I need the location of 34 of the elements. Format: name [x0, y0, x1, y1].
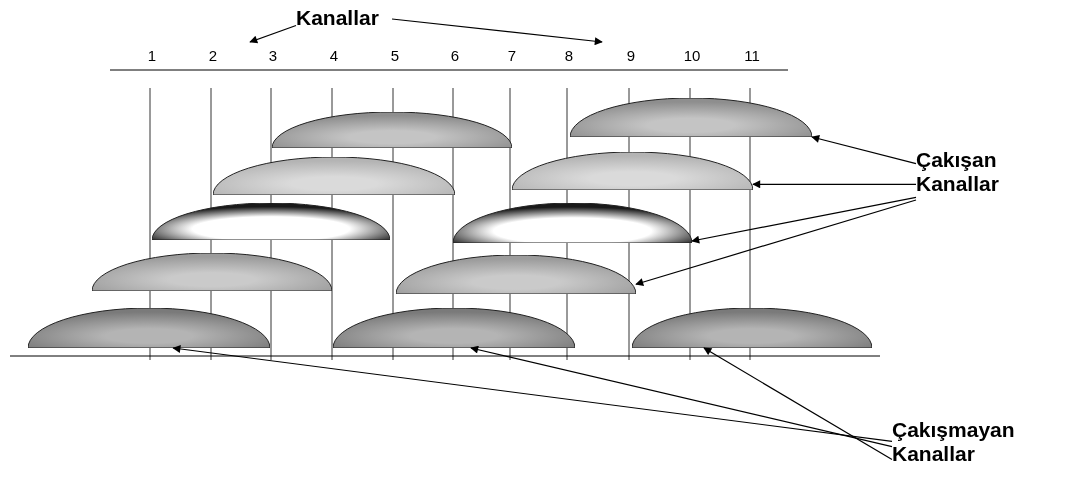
channel-number: 6: [450, 47, 460, 64]
channel-number: 9: [626, 47, 636, 64]
arrow: [249, 24, 297, 44]
channel-lobe: [272, 112, 512, 148]
channel-lobe: [570, 98, 812, 137]
arrow: [703, 347, 893, 461]
channel-number: 5: [390, 47, 400, 64]
channel-lobe: [333, 308, 575, 348]
channel-number: 4: [329, 47, 339, 64]
arrow: [470, 345, 893, 448]
label-text: Kanallar: [296, 6, 392, 30]
arrow: [691, 196, 917, 244]
channel-lobe: [453, 203, 692, 243]
channel-lobe: [396, 255, 636, 294]
channel-lobe: [92, 253, 332, 291]
channel-lobe: [152, 203, 390, 240]
channel-number: 1: [147, 47, 157, 64]
channel-lobe: [632, 308, 872, 348]
label-text: Çakışan Kanallar: [916, 148, 1036, 196]
arrow: [635, 199, 917, 286]
arrow: [391, 18, 603, 46]
channel-number: 7: [507, 47, 517, 64]
arrow: [752, 180, 917, 189]
channel-lobe: [28, 308, 270, 348]
channel-number: 8: [564, 47, 574, 64]
channel-lobe: [213, 157, 455, 195]
arrow: [811, 134, 917, 165]
label-text: Çakışmayan Kanallar: [892, 418, 1072, 466]
channel-number: 2: [208, 47, 218, 64]
channel-number: 10: [683, 47, 701, 64]
channel-lobe: [512, 152, 753, 190]
arrow: [172, 344, 893, 442]
channel-number: 11: [744, 47, 760, 64]
channel-number: 3: [268, 47, 278, 64]
